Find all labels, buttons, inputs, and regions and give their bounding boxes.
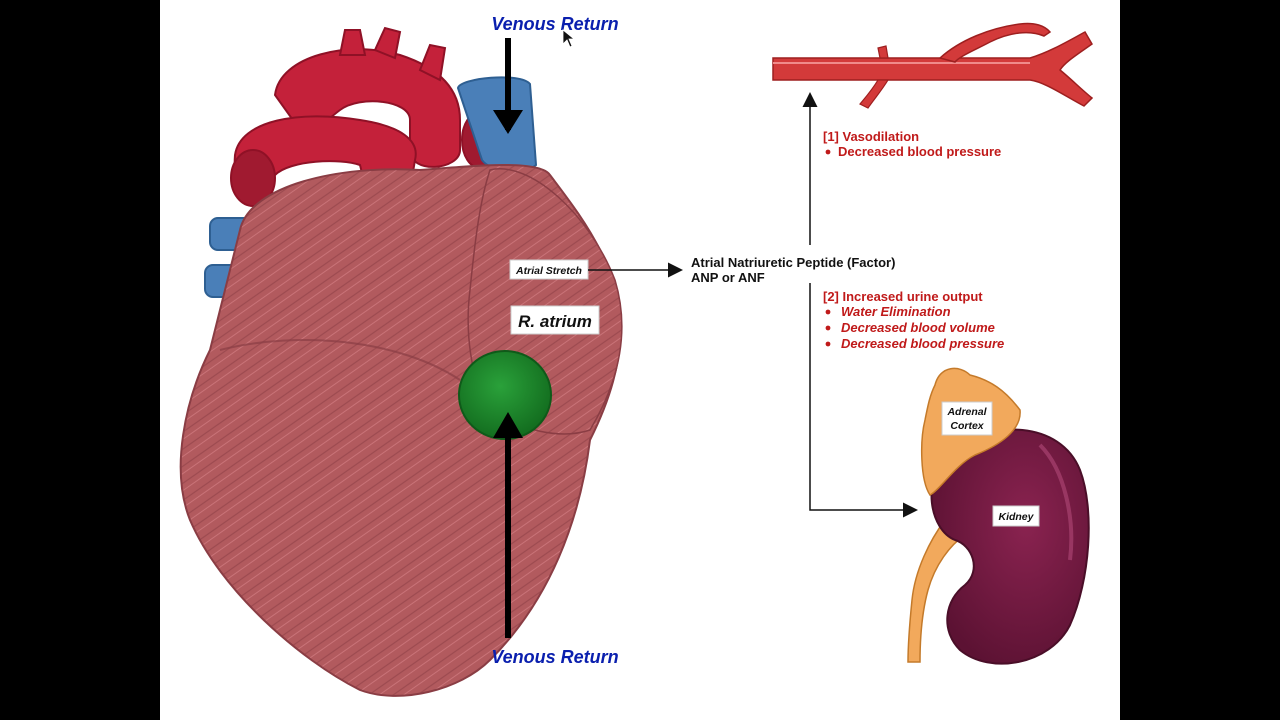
venous-return-bottom-label: Venous Return (491, 647, 618, 667)
effect2-bullet-1 (825, 309, 831, 315)
effect2-item-1: Water Elimination (841, 304, 951, 319)
anp-title: Atrial Natriuretic Peptide (Factor) (691, 255, 895, 270)
effect1-title: [1] Vasodilation (823, 129, 919, 144)
r-atrium-box (510, 305, 600, 335)
venous-return-top-label: Venous Return (491, 14, 618, 34)
blood-vessel-illustration (772, 22, 1094, 109)
heart-illustration (179, 26, 623, 697)
slide: Venous Return Venous Return Atrial Stret… (160, 0, 1120, 720)
kidney-label-box (992, 505, 1040, 527)
effect2-item-2: Decreased blood volume (841, 320, 995, 335)
effect2-bullet-3 (825, 341, 831, 347)
mouse-cursor (562, 29, 576, 48)
effect2-item-3: Decreased blood pressure (841, 336, 1004, 351)
atrial-stretch-label: Atrial Stretch (515, 265, 582, 277)
anp-diagram: Venous Return Venous Return Atrial Stret… (179, 14, 1094, 697)
kidney (930, 428, 1090, 665)
anp-abbrev: ANP or ANF (691, 270, 765, 285)
effect1-bullet (825, 149, 831, 155)
adrenal-cortex-box (941, 401, 993, 436)
effect2-title: [2] Increased urine output (823, 289, 983, 304)
anp-to-kidney-arrow (809, 283, 918, 518)
kidney-label: Kidney (998, 511, 1034, 523)
effect2-bullet-2 (825, 325, 831, 331)
r-atrium-label: R. atrium (518, 312, 592, 331)
aortic-branches (338, 26, 447, 82)
adrenal-cortex-line2: Cortex (950, 420, 984, 432)
effect1-item-1: Decreased blood pressure (838, 144, 1001, 159)
venous-return-arrowhead-bottom (493, 412, 523, 438)
venous-return-arrowhead-top (493, 110, 523, 134)
adrenal-cortex-line1: Adrenal (946, 406, 987, 418)
